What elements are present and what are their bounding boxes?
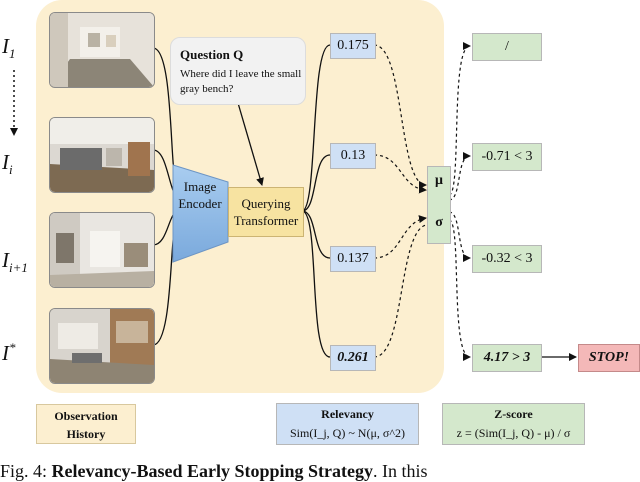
observation-frame-star bbox=[49, 308, 155, 384]
observation-frame-i bbox=[49, 117, 155, 193]
frame-label-1: I1 bbox=[2, 34, 16, 62]
mu-label: μ bbox=[435, 173, 443, 188]
relevancy-value-4: 0.261 bbox=[330, 345, 376, 371]
legend-zscore-formula: z = (Sim(I_j, Q) - μ) / σ bbox=[456, 426, 571, 440]
edge-question-qformer bbox=[237, 102, 264, 186]
relevancy-value-2: 0.13 bbox=[330, 143, 376, 169]
zscore-4: 4.17 > 3 bbox=[472, 344, 542, 372]
image-encoder-label: Image Encoder bbox=[178, 179, 222, 211]
legend-relevancy: Relevancy Sim(I_j, Q) ~ N(μ, σ^2) bbox=[276, 403, 419, 445]
image-encoder-shape bbox=[172, 164, 229, 263]
legend-relevancy-title: Relevancy bbox=[321, 407, 374, 421]
legend-zscore: Z-score z = (Sim(I_j, Q) - μ) / σ bbox=[442, 403, 585, 445]
legend-relevancy-formula: Sim(I_j, Q) ~ N(μ, σ^2) bbox=[289, 426, 405, 440]
zscore-1: / bbox=[472, 33, 542, 61]
querying-transformer-label: Querying Transformer bbox=[233, 196, 299, 228]
edge-qformer-rel4 bbox=[301, 210, 331, 358]
question-title: Question Q bbox=[180, 47, 244, 62]
observation-frame-i-plus-1 bbox=[49, 212, 155, 288]
frame-label-star: I* bbox=[2, 340, 16, 365]
edge-frame-star-encoder bbox=[152, 224, 176, 346]
frame-label-i-plus-1: Ii+1 bbox=[2, 248, 28, 276]
stop-box: STOP! bbox=[578, 344, 640, 372]
question-box: Question Q Where did I leave the small g… bbox=[170, 37, 306, 105]
querying-transformer: Querying Transformer bbox=[228, 187, 304, 237]
legend-zscore-title: Z-score bbox=[494, 407, 533, 421]
zscore-3: -0.32 < 3 bbox=[472, 245, 542, 273]
distribution-stats: μ σ bbox=[427, 166, 451, 244]
edge-qformer-rel2 bbox=[301, 154, 331, 212]
zscore-2: -0.71 < 3 bbox=[472, 143, 542, 171]
question-text: Where did I leave the small gray bench? bbox=[180, 68, 302, 95]
legend-observation-history: Observation History bbox=[36, 404, 136, 444]
edge-qformer-rel3 bbox=[301, 210, 331, 259]
edge-qformer-rel1 bbox=[301, 44, 331, 212]
relevancy-value-1: 0.175 bbox=[330, 33, 376, 59]
frame-label-i: Ii bbox=[2, 150, 13, 178]
figure-caption: Fig. 4: Relevancy-Based Early Stopping S… bbox=[0, 461, 428, 481]
edge-frame-i1-encoder bbox=[152, 211, 176, 246]
observation-frame-1 bbox=[49, 12, 155, 88]
sigma-label: σ bbox=[435, 215, 443, 230]
relevancy-value-3: 0.137 bbox=[330, 246, 376, 272]
